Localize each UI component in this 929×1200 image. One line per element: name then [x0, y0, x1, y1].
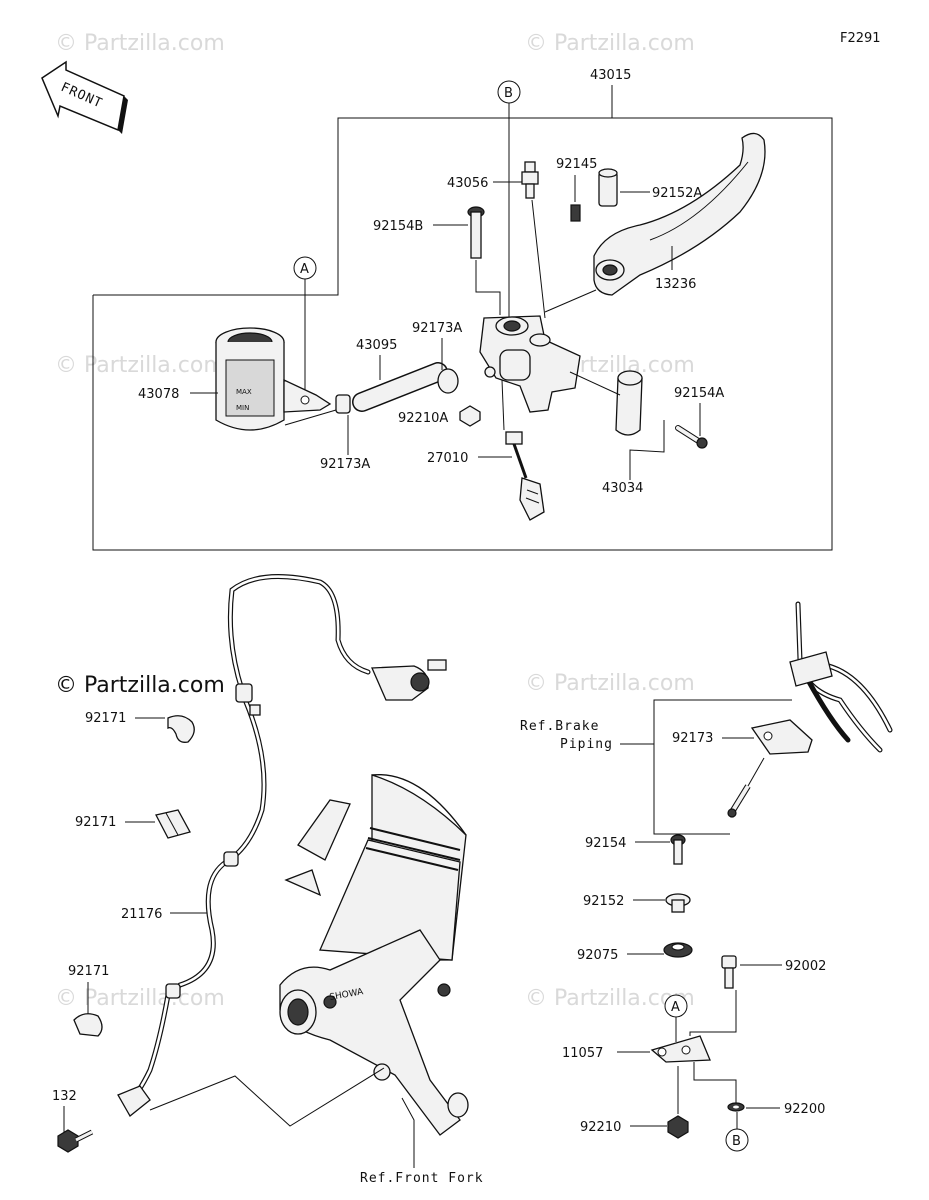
- front-fork: SHOWA: [279, 773, 469, 1136]
- part-label-92171-c: 92171: [68, 964, 109, 979]
- watermark: © Partzilla.com: [525, 31, 695, 56]
- lever-13236: [593, 132, 766, 296]
- clip-92171-a: [167, 715, 195, 743]
- part-label-92154a: 92154A: [674, 386, 724, 401]
- ref-brake-piping-line1: Ref.Brake: [520, 719, 599, 734]
- clamp-92173a-upper: [437, 368, 459, 394]
- part-label-92002: 92002: [785, 959, 826, 974]
- bolt-132: [57, 1129, 94, 1153]
- clamp-43034: [615, 370, 643, 436]
- watermark: © Partzilla.com: [55, 986, 225, 1011]
- watermark: © Partzilla.com: [525, 671, 695, 696]
- svg-text:B: B: [732, 1134, 741, 1149]
- svg-text:MAX: MAX: [236, 388, 252, 396]
- fitting-43056: [521, 161, 539, 199]
- hose-43095: [352, 362, 448, 412]
- part-label-43034: 43034: [602, 481, 643, 496]
- spring-92145: [570, 204, 581, 222]
- collar-92152: [665, 893, 691, 913]
- part-label-27010: 27010: [427, 451, 468, 466]
- svg-text:A: A: [300, 262, 309, 277]
- svg-text:MIN: MIN: [236, 404, 249, 412]
- grommet-92075: [663, 942, 693, 958]
- part-label-92154: 92154: [585, 836, 626, 851]
- part-label-43095: 43095: [356, 338, 397, 353]
- part-label-92152: 92152: [583, 894, 624, 909]
- bracket-11057: [650, 1035, 711, 1063]
- part-label-92173a-upper: 92173A: [412, 321, 462, 336]
- ref-front-fork: Ref.Front Fork: [360, 1171, 484, 1186]
- part-label-92171-a: 92171: [85, 711, 126, 726]
- bolt-piping: [727, 784, 751, 818]
- part-label-21176: 21176: [121, 907, 162, 922]
- callout-a-top: A: [293, 256, 317, 395]
- sensor-cable-21176: [117, 574, 447, 1117]
- callout-b-bottom: B: [725, 1112, 749, 1152]
- svg-text:A: A: [671, 1000, 680, 1015]
- bolt-92154a: [675, 425, 708, 449]
- copyright: © Partzilla.com: [55, 673, 225, 698]
- part-label-92171-b: 92171: [75, 815, 116, 830]
- brake-piping: [789, 601, 893, 753]
- part-label-92154b: 92154B: [373, 219, 423, 234]
- clip-92171-b: [155, 809, 191, 839]
- bolt-92154b: [467, 206, 485, 259]
- part-label-92173a-lower: 92173A: [320, 457, 370, 472]
- clip-92171-c: [73, 1013, 103, 1037]
- part-label-132: 132: [52, 1089, 77, 1104]
- washer-92200: [727, 1102, 745, 1112]
- part-label-11057: 11057: [562, 1046, 603, 1061]
- part-label-92210: 92210: [580, 1120, 621, 1135]
- part-label-43015: 43015: [590, 68, 631, 83]
- diagram-code: F2291: [840, 31, 881, 46]
- bracket-92173: [750, 719, 813, 755]
- callout-b-top: B: [497, 80, 521, 320]
- part-label-92152a: 92152A: [652, 186, 702, 201]
- part-label-92200: 92200: [784, 1102, 825, 1117]
- master-cylinder: [479, 315, 581, 413]
- collar-92152a: [598, 168, 618, 207]
- watermarks: © Partzilla.com © Partzilla.com © Partzi…: [55, 31, 695, 1011]
- reservoir-43078: MAX MIN: [215, 327, 332, 431]
- part-label-13236: 13236: [655, 277, 696, 292]
- watermark: © Partzilla.com: [55, 353, 225, 378]
- callout-a-bottom: A: [664, 994, 688, 1042]
- nut-92210a: [459, 405, 481, 427]
- assembly-frame: [92, 117, 833, 551]
- part-label-92075: 92075: [577, 948, 618, 963]
- part-label-92173: 92173: [672, 731, 713, 746]
- svg-text:B: B: [504, 86, 513, 101]
- switch-27010: [505, 431, 545, 521]
- ref-brake-piping-line2: Piping: [560, 737, 613, 752]
- part-label-92145: 92145: [556, 157, 597, 172]
- nut-92210: [667, 1115, 689, 1139]
- bolt-92154: [670, 834, 686, 865]
- bolt-92002: [721, 955, 737, 989]
- part-label-43078: 43078: [138, 387, 179, 402]
- watermark: © Partzilla.com: [55, 31, 225, 56]
- clamp-92173a-lower: [335, 394, 351, 414]
- part-label-43056: 43056: [447, 176, 488, 191]
- part-label-92210a: 92210A: [398, 411, 448, 426]
- front-arrow-icon: FRONT: [41, 60, 128, 134]
